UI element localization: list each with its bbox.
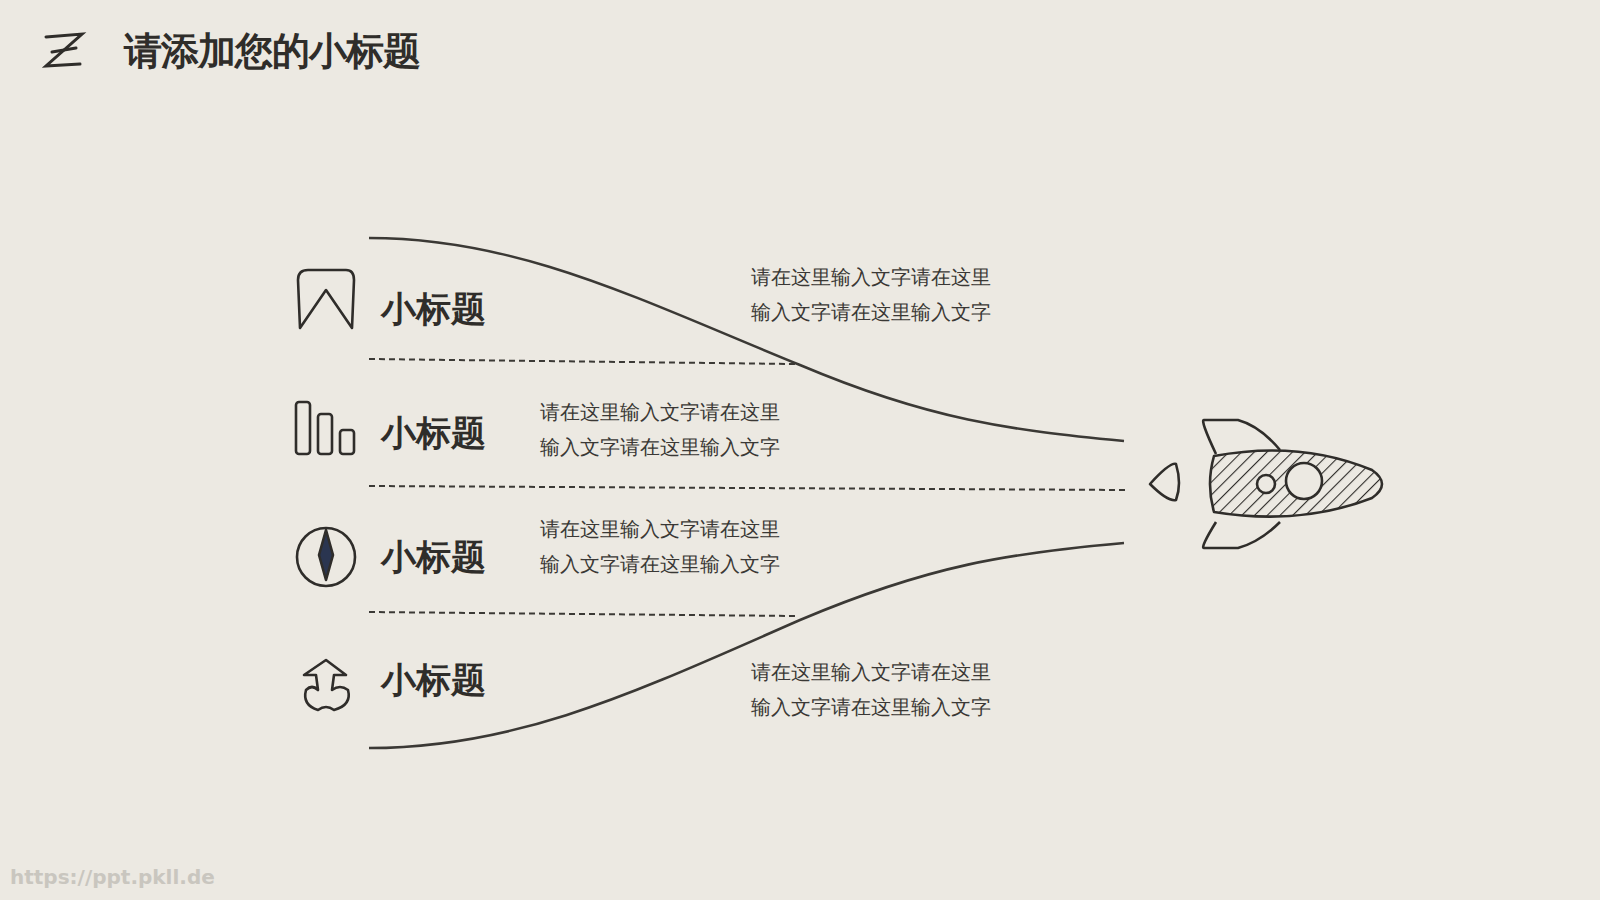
item-body: 请在这里输入文字请在这里 输入文字请在这里输入文字 — [751, 260, 997, 330]
item-body: 请在这里输入文字请在这里 输入文字请在这里输入文字 — [751, 655, 997, 725]
page-title: 请添加您的小标题 — [124, 26, 420, 77]
item-icons — [296, 270, 355, 710]
logo-mark — [46, 34, 82, 66]
item-heading: 小标题 — [381, 657, 486, 704]
item-body: 请在这里输入文字请在这里 输入文字请在这里输入文字 — [540, 512, 786, 582]
item-heading: 小标题 — [381, 286, 486, 333]
flow-curves — [369, 238, 1124, 748]
rocket-illustration — [1150, 420, 1382, 548]
item-heading: 小标题 — [381, 410, 486, 457]
watermark: https://ppt.pkll.de — [10, 865, 215, 889]
divider-lines — [369, 359, 1126, 616]
item-heading: 小标题 — [381, 534, 486, 581]
item-body: 请在这里输入文字请在这里 输入文字请在这里输入文字 — [540, 395, 786, 465]
